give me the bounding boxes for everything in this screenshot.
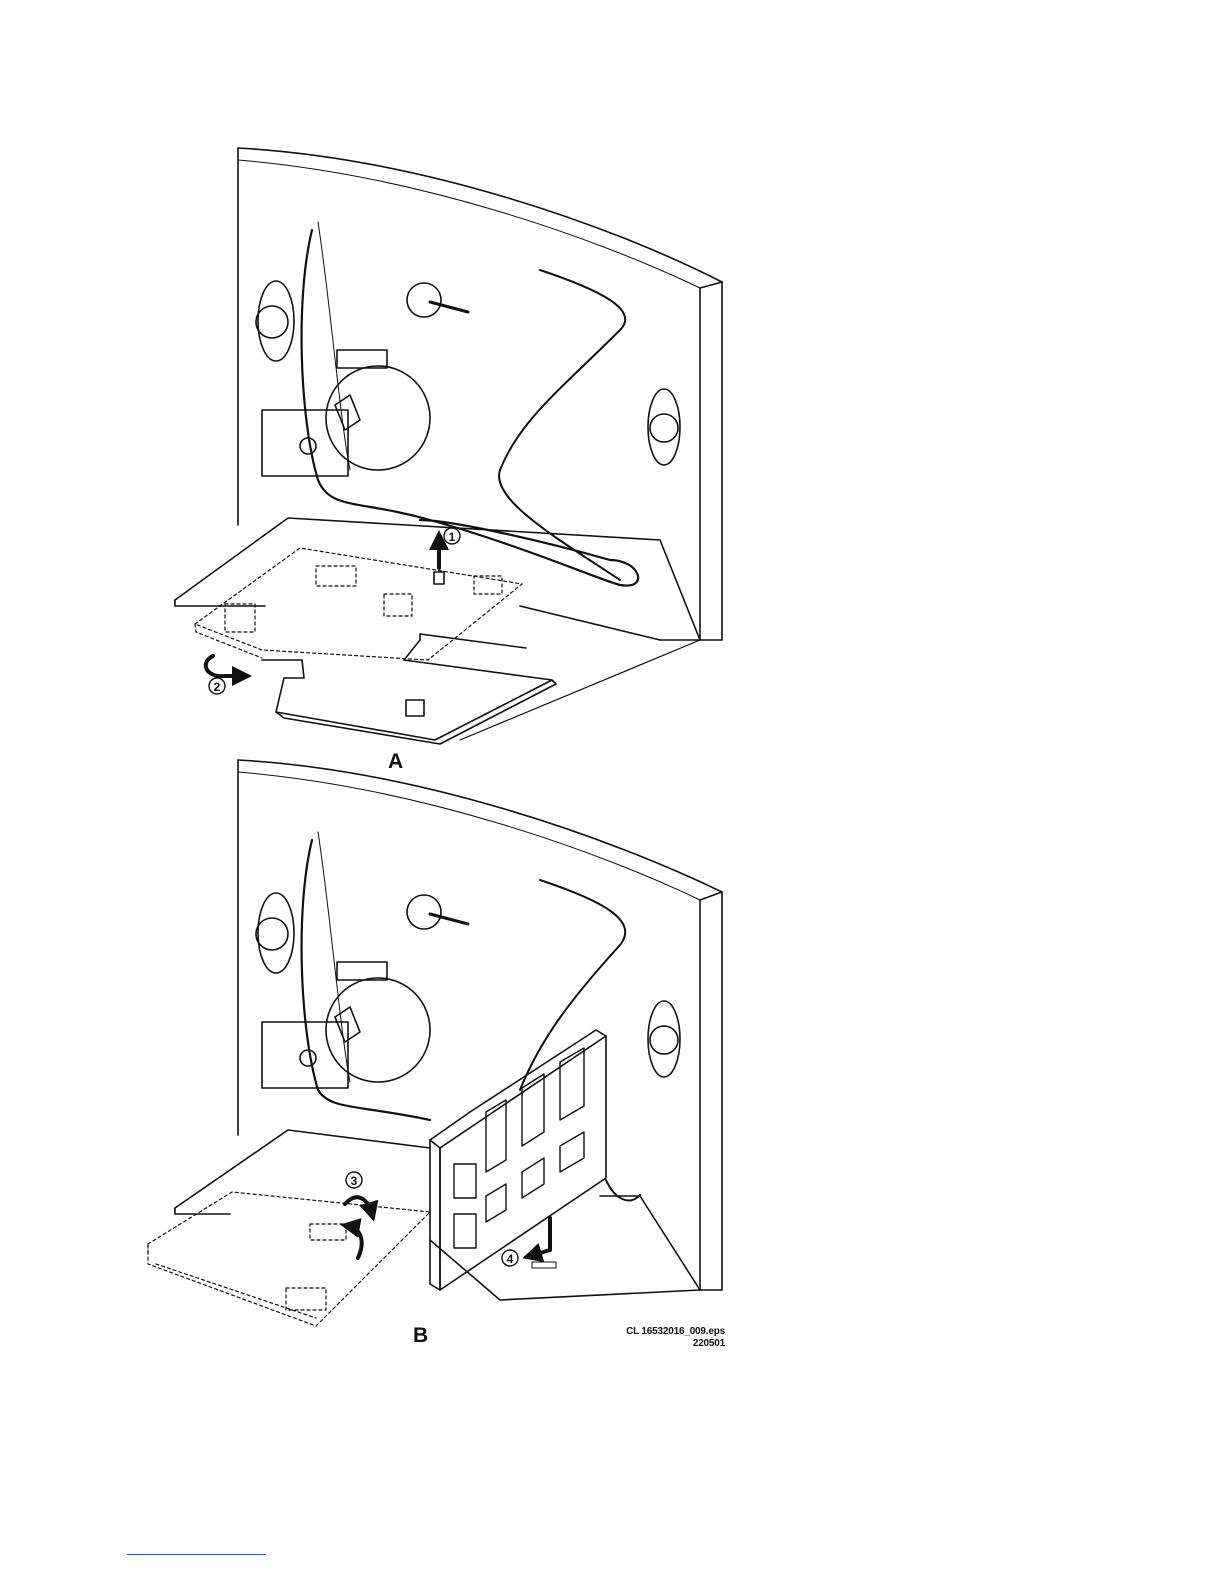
panel-a-drawing bbox=[175, 148, 722, 744]
curved-arrow-icon bbox=[206, 656, 244, 676]
curved-arrow-icon bbox=[530, 1218, 550, 1256]
figure-file-name: CL 16532016_009.eps bbox=[626, 1326, 725, 1337]
footnote-rule bbox=[127, 1554, 266, 1555]
step-1-label: 1 bbox=[449, 530, 456, 544]
step-2-label: 2 bbox=[214, 680, 221, 694]
step-1-marker-icon: 1 bbox=[444, 528, 460, 544]
curved-arrow-icon bbox=[348, 1226, 362, 1258]
step-4-marker-icon: 4 bbox=[502, 1250, 518, 1266]
panel-b-drawing bbox=[148, 760, 722, 1326]
panel-a-label: A bbox=[388, 750, 403, 774]
panel-b-label: B bbox=[413, 1324, 428, 1348]
step-3-label: 3 bbox=[351, 1174, 358, 1188]
curved-arrow-icon bbox=[345, 1197, 372, 1214]
figure-file-date: 220501 bbox=[693, 1338, 725, 1349]
step-3-marker-icon: 3 bbox=[346, 1172, 362, 1188]
step-2-marker-icon: 2 bbox=[209, 678, 225, 694]
step-4-label: 4 bbox=[507, 1252, 514, 1266]
